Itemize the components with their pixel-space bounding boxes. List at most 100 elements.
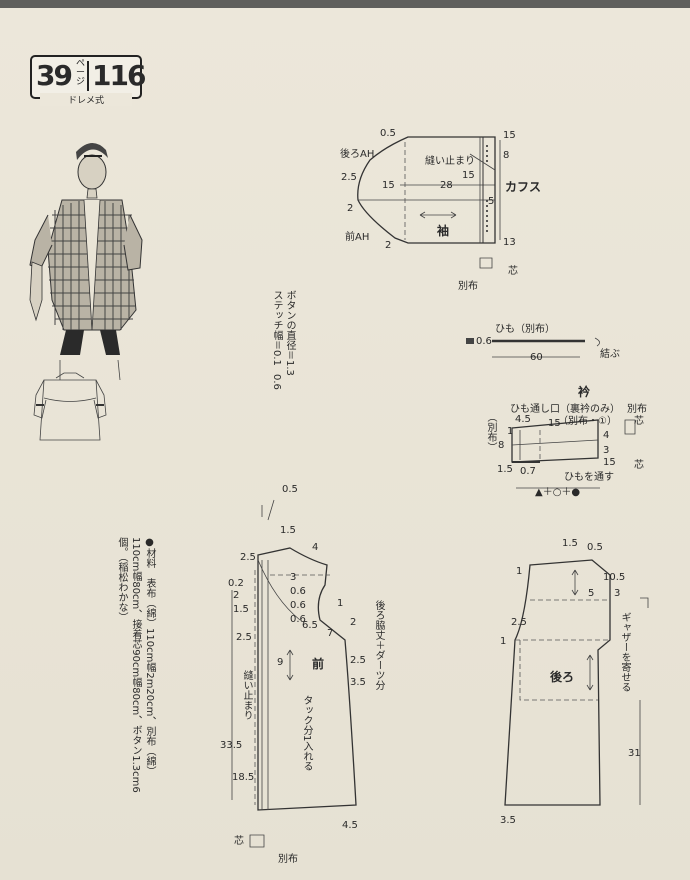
back-d15: 1.5	[562, 538, 578, 549]
front-stitch-stop: 縫い止まり	[241, 670, 252, 720]
front-name: 前	[312, 657, 325, 671]
badge-subtitle: ドレメ式	[40, 93, 132, 106]
front-d06a: 0.6	[290, 586, 306, 597]
collar-d15b: 15	[603, 457, 616, 468]
collar-d3: 3	[603, 445, 610, 456]
front-d3: 3	[290, 572, 297, 583]
front-d7: 7	[327, 628, 334, 639]
sleeve-d2b: 2	[385, 240, 392, 251]
back-d25: 2.5	[511, 617, 527, 628]
front-d06c: 0.6	[290, 614, 306, 625]
back-d31: 31	[628, 748, 641, 759]
sleeve-d28: 28	[440, 180, 453, 191]
front-shin: 芯	[234, 836, 244, 847]
sleeve-d15c: 15	[382, 180, 395, 191]
collar-pass: ひもを通す	[564, 472, 614, 483]
collar-left-label: （別布）	[485, 412, 496, 452]
button-note-2: ステッチ幅＝0.1	[271, 290, 282, 366]
front-d1: 1	[337, 598, 344, 609]
sleeve-d05: 0.5	[380, 128, 396, 139]
sleeve-back-ah: 後ろAH	[340, 149, 375, 160]
materials-line-2: 110cm幅80cm、接着芯90cm幅80cm、ボタン1.3cm6	[130, 537, 141, 793]
front-d35: 3.5	[350, 677, 366, 688]
back-bodice-piece	[504, 559, 649, 806]
tie-d06: 0.6	[476, 336, 492, 347]
badge-page-ref: 39	[36, 59, 73, 92]
tie-piece	[466, 337, 600, 358]
collar-shin: 芯	[634, 416, 644, 427]
front-d185: 18.5	[232, 772, 255, 783]
front-side-note: 後ろ脇丈＋ダーツ分	[373, 600, 384, 690]
button-note-3: 0.6	[271, 374, 282, 390]
back-gather: ギャザーを寄せる	[619, 612, 630, 692]
back-d35: 3.5	[500, 815, 516, 826]
sleeve-d2: 2	[347, 203, 354, 214]
collar-formula: ▲＋○＋●	[535, 487, 581, 498]
sleeve-d8: 8	[503, 150, 510, 161]
back-view-illustration	[33, 372, 107, 441]
collar-shin2: 芯	[634, 460, 644, 471]
collar-d8: 8	[498, 440, 505, 451]
sleeve-name: 袖	[437, 224, 450, 238]
back-d05: 0.5	[587, 542, 603, 553]
front-d65: 6.5	[302, 620, 318, 631]
collar-note1: ひも通し口（裏衿のみ）	[510, 404, 620, 415]
collar-name: 衿	[578, 385, 591, 399]
collar-d45: 4.5	[515, 414, 531, 425]
collar-d15: 15	[548, 418, 561, 429]
front-d25b: 2.5	[236, 632, 252, 643]
front-d9: 9	[277, 657, 284, 668]
front-bodice-piece	[231, 499, 357, 848]
front-d15: 1.5	[280, 525, 296, 536]
collar-d1: 1	[507, 426, 514, 437]
sleeve-d25: 2.5	[341, 172, 357, 183]
sleeve-d15b: 15	[462, 170, 475, 181]
back-d105: 10.5	[603, 572, 626, 583]
collar-piece	[511, 419, 636, 489]
back-d3: 3	[614, 588, 621, 599]
materials-line-3: 個。（稲松わかな）	[116, 537, 127, 622]
front-d25: 2.5	[240, 552, 256, 563]
collar-d07: 0.7	[520, 466, 536, 477]
model-illustration	[29, 142, 143, 381]
front-d45: 4.5	[342, 820, 358, 831]
sleeve-d15a: 15	[503, 130, 516, 141]
back-name: 後ろ	[550, 670, 575, 684]
materials-line-1: ●材料 表布（綿）110cm幅2m20cm、別布（綿）	[144, 537, 155, 777]
sleeve-shin: 芯	[508, 266, 518, 277]
back-d5: 5	[588, 588, 595, 599]
badge-page-unit: ページ	[76, 59, 86, 87]
front-d02: 0.2	[228, 578, 244, 589]
page-badge: 39 ページ 116	[30, 55, 146, 99]
sleeve-cuffs: カフス	[505, 180, 542, 194]
front-d335: 33.5	[220, 740, 243, 751]
back-d1b: 1	[500, 636, 507, 647]
sleeve-front-ah: 前AH	[345, 232, 370, 243]
badge-number: 116	[92, 59, 146, 92]
collar-d4: 4	[603, 430, 610, 441]
sleeve-stitch-stop: 縫い止まり	[425, 156, 475, 167]
front-d2b: 2	[350, 617, 357, 628]
front-d25c: 2.5	[350, 655, 366, 666]
tie-name: ひも（別布）	[495, 324, 555, 335]
front-bessfu: 別布	[278, 854, 298, 865]
front-d2: 2	[233, 590, 240, 601]
collar-note2: （別布・①）	[558, 416, 617, 427]
sleeve-d13: 13	[503, 237, 516, 248]
front-d15b: 1.5	[233, 604, 249, 615]
collar-bessfu: 別布	[627, 404, 647, 415]
back-d1a: 1	[516, 566, 523, 577]
front-d4: 4	[312, 542, 319, 553]
front-tuck: タック分1入れる	[301, 695, 312, 772]
front-d05: 0.5	[282, 484, 298, 495]
button-note-1: ボタンの直径＝1.3	[284, 290, 295, 376]
badge-divider	[87, 61, 89, 91]
top-band	[0, 0, 690, 8]
sleeve-d5: 5	[488, 196, 495, 207]
front-d06b: 0.6	[290, 600, 306, 611]
collar-d15c: 1.5	[497, 464, 513, 475]
tie-d60: 60	[530, 352, 543, 363]
sleeve-bessfu: 別布	[458, 281, 478, 292]
